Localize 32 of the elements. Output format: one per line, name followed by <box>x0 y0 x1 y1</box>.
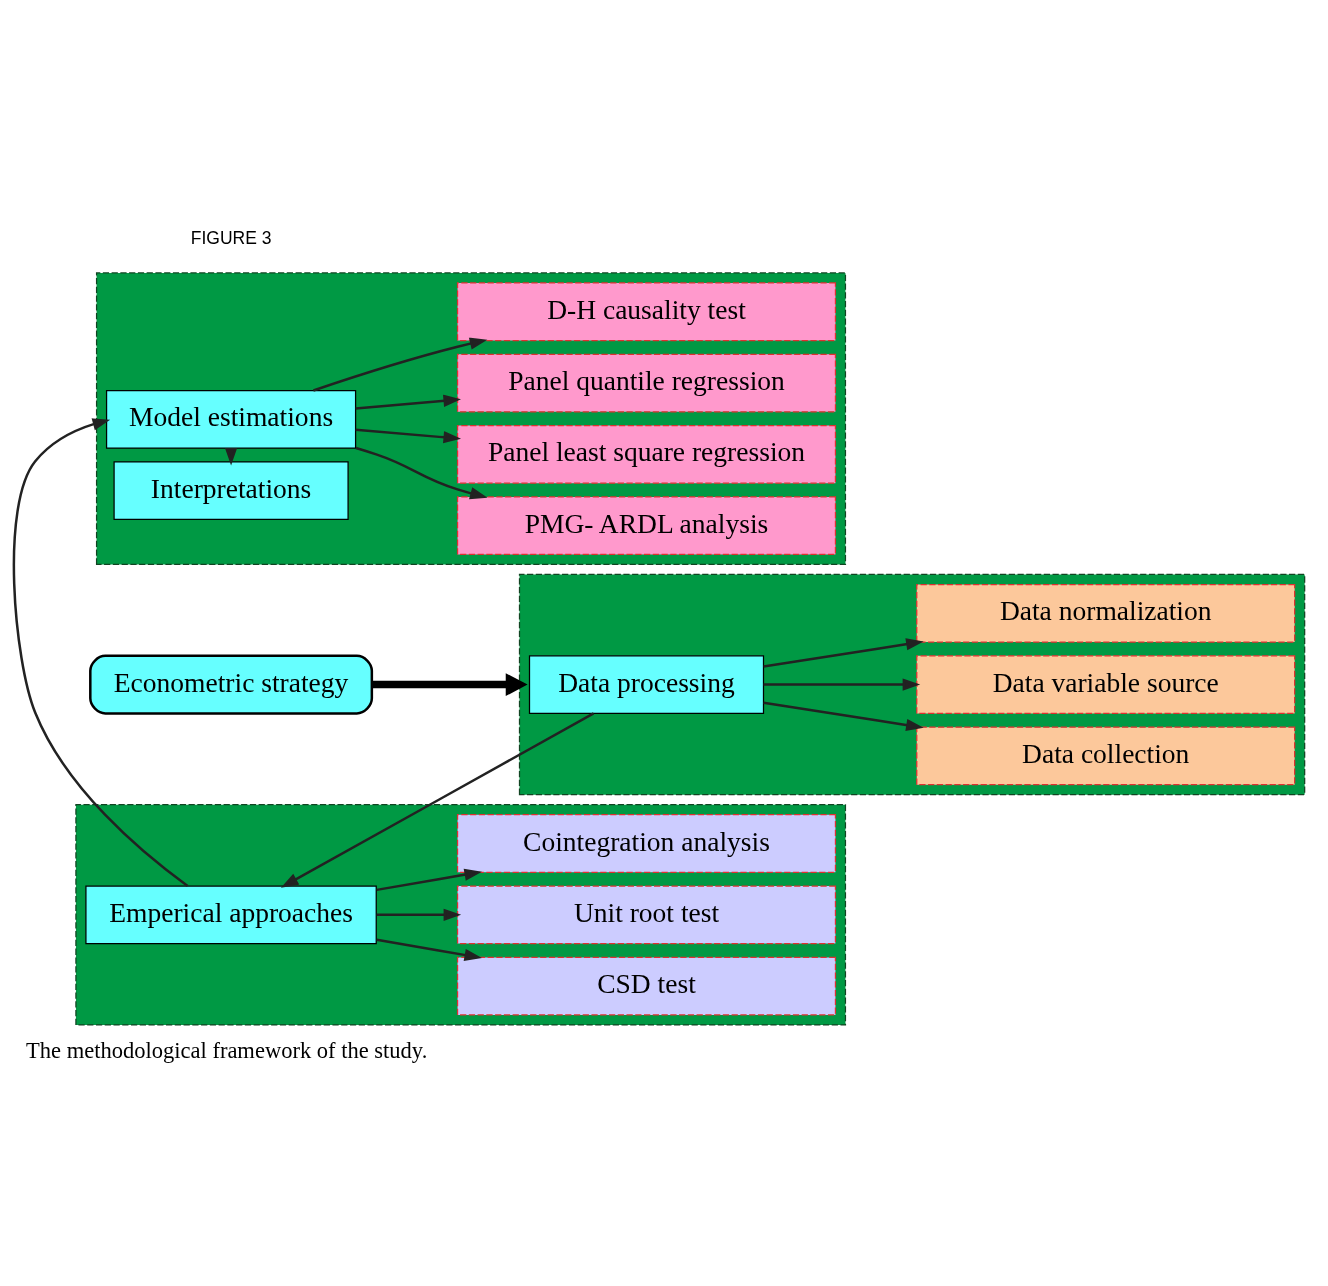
arrow <box>763 701 924 732</box>
arrow <box>763 678 921 691</box>
arrow <box>372 673 528 697</box>
node-box: Cointegration analysis <box>456 814 837 873</box>
node-box: Data processing <box>528 655 765 714</box>
node-box: Panel quantile regression <box>456 353 837 413</box>
arrow <box>355 446 488 500</box>
node-box: Emperical approaches <box>85 885 377 945</box>
arrow <box>763 638 924 668</box>
cluster <box>95 272 847 566</box>
arrow <box>355 394 461 410</box>
arrow <box>376 938 482 962</box>
arrow <box>376 908 462 921</box>
node-box: Interpretations <box>113 461 349 521</box>
cluster <box>518 573 1306 796</box>
node-box: Data variable source <box>916 655 1296 714</box>
node-box: PMG- ARDL analysis <box>456 496 837 556</box>
cluster <box>75 804 847 1026</box>
node-box: Unit root test <box>456 885 837 945</box>
node-box: Panel least square regression <box>456 424 837 484</box>
arrow <box>12 418 189 887</box>
arrow <box>313 337 488 392</box>
node-box: CSD test <box>456 956 837 1016</box>
label: FIGURE 3 <box>190 227 272 248</box>
caption: The methodological framework of the study. <box>26 1037 428 1063</box>
node-box: Econometric strategy <box>89 654 374 715</box>
node-box: Data collection <box>916 726 1296 786</box>
arrow <box>280 712 595 888</box>
arrow <box>376 868 482 892</box>
arrow <box>355 428 461 444</box>
node-box: Data normalization <box>916 583 1296 643</box>
node-box: D-H causality test <box>456 282 837 342</box>
